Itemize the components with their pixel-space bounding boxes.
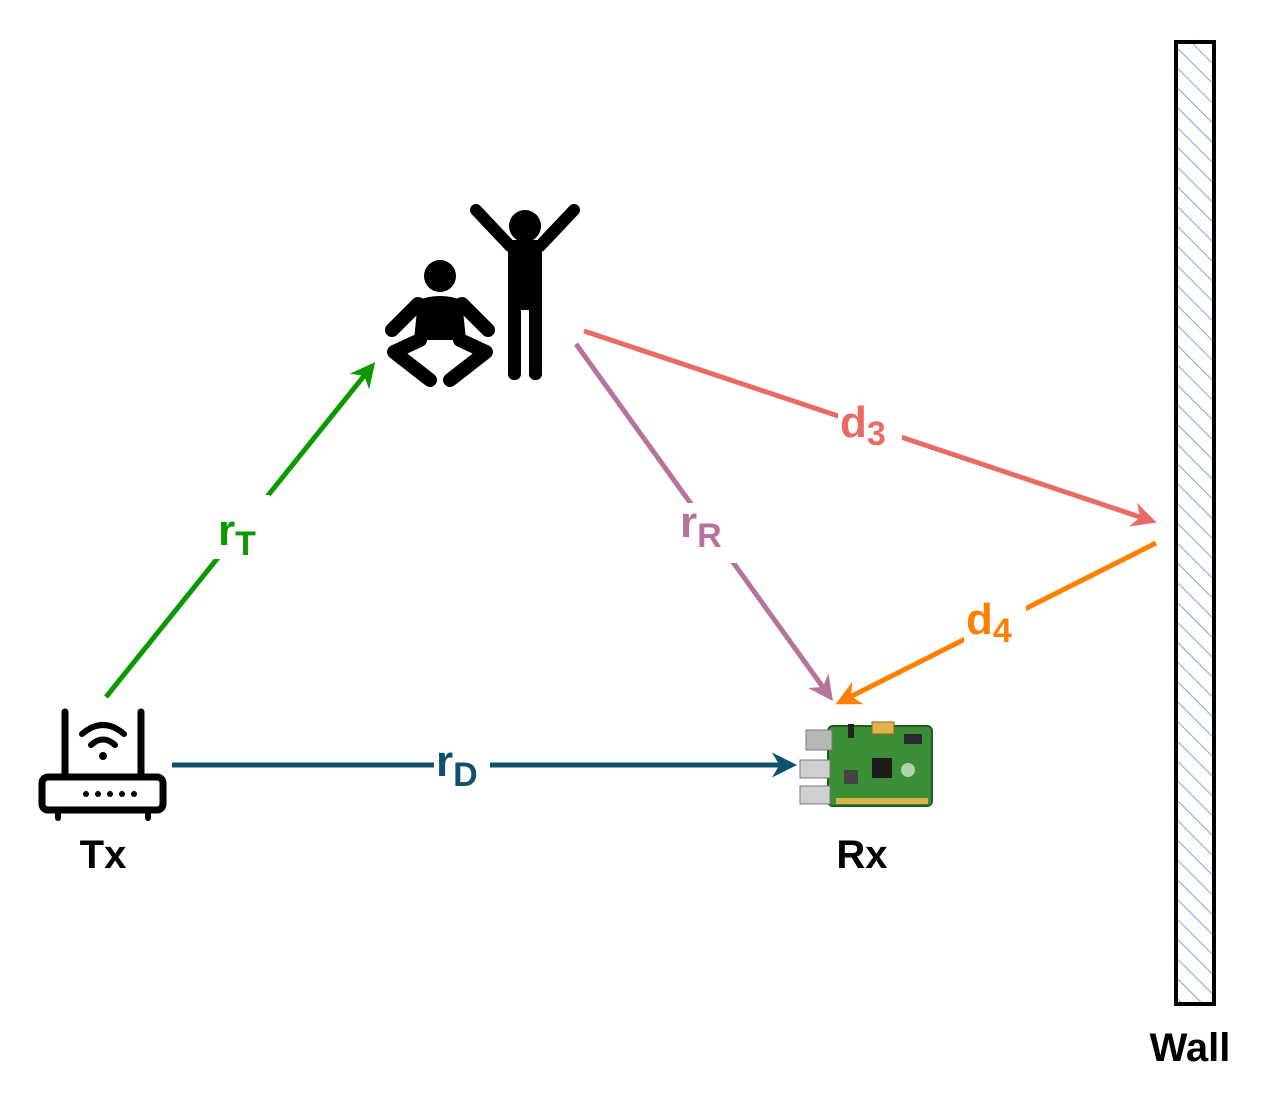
edge-r-t: rT (104, 362, 376, 699)
sitting-person-icon (385, 260, 495, 387)
tx-node: Tx (38, 708, 167, 877)
edge-d-3: d3 (583, 328, 1157, 527)
edge-d-3-label: d3 (840, 398, 886, 453)
raspberry-pi-board-icon (799, 721, 933, 807)
edge-d-4: d4 (835, 540, 1158, 705)
edge-r-r-label: rR (680, 498, 722, 555)
edge-r-r: rR (573, 342, 833, 702)
tx-label: Tx (80, 833, 127, 877)
edge-r-d: rD (172, 737, 797, 794)
standing-person-arms-raised-icon (470, 204, 580, 380)
wall-label: Wall (1150, 1026, 1231, 1070)
edge-r-d-label: rD (436, 737, 478, 794)
wall-hatch (1174, 40, 1216, 1006)
wifi-router-icon (38, 708, 167, 821)
rx-node: Rx (799, 721, 933, 877)
edge-r-t-label: rT (218, 506, 256, 563)
edge-d-4-label: d4 (966, 595, 1012, 650)
people-group (385, 204, 580, 387)
rx-label: Rx (836, 833, 887, 877)
wall: Wall (1150, 40, 1231, 1070)
